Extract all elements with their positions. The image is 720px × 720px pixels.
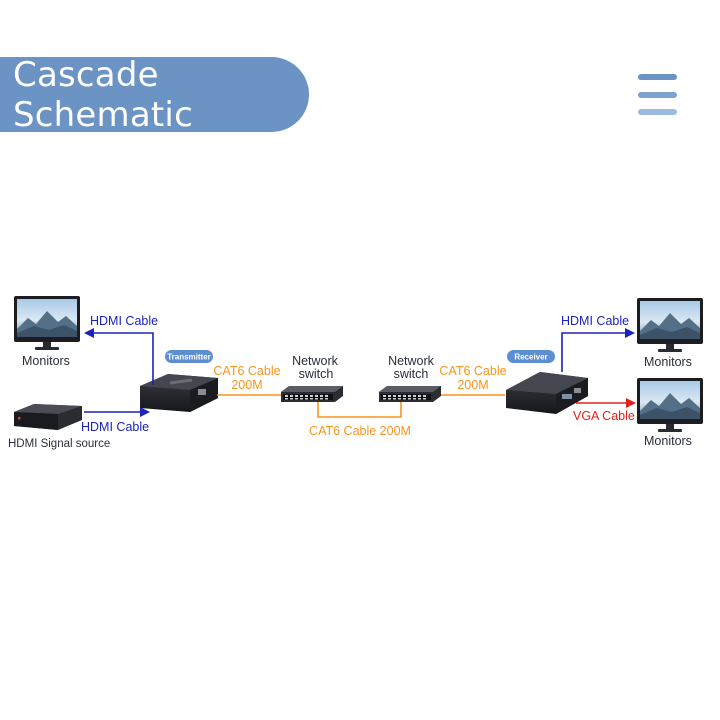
receiver-device-icon — [506, 372, 588, 414]
vga-cable-label: VGA Cable — [573, 409, 635, 423]
menu-bar-bottom — [638, 109, 677, 115]
monitor-top-right-icon — [637, 298, 703, 352]
cat6-left-label-1: CAT6 Cable — [213, 364, 280, 378]
monitor-top-left-label: Monitors — [22, 354, 70, 368]
transmitter-badge-label: Transmitter — [167, 352, 211, 361]
network-switch-right-icon — [379, 386, 441, 402]
hdmi-line-receiver-to-monitor — [561, 332, 625, 372]
switch-right-label-2: switch — [394, 367, 429, 381]
hdmi-cable-out-label: HDMI Cable — [90, 314, 158, 328]
receiver-badge-label: Receiver — [514, 352, 547, 361]
monitor-bottom-right-icon — [637, 378, 703, 432]
hdmi-arrow-right-monitor-icon — [625, 328, 635, 338]
page-title: Cascade Schematic — [13, 54, 193, 135]
transmitter-device-icon — [140, 374, 218, 412]
hdmi-cable-right-label: HDMI Cable — [561, 314, 629, 328]
source-label: HDMI Signal source — [8, 438, 110, 450]
receiver-badge — [507, 350, 555, 363]
menu-bar-middle — [638, 92, 677, 98]
cat6-right-label-2: 200M — [457, 378, 488, 392]
hamburger-menu-icon[interactable] — [636, 72, 678, 118]
transmitter-badge — [165, 350, 213, 363]
monitor-bottom-right-label: Monitors — [644, 434, 692, 448]
hdmi-cable-in-label: HDMI Cable — [81, 420, 149, 434]
hdmi-line-to-monitor — [88, 332, 154, 385]
vga-arrow-right-icon — [626, 398, 636, 408]
page-title-banner: Cascade Schematic — [0, 54, 309, 135]
cat6-right-label-1: CAT6 Cable — [439, 364, 506, 378]
network-switch-left-icon — [281, 386, 343, 402]
cat6-line-middle — [317, 402, 402, 418]
hdmi-arrow-right-icon — [140, 407, 150, 417]
switch-right-label-1: Network — [388, 354, 435, 368]
hdmi-arrow-left-icon — [84, 328, 94, 338]
menu-bar-top — [638, 74, 677, 80]
hdmi-source-device-icon — [14, 404, 82, 430]
cat6-left-label-2: 200M — [231, 378, 262, 392]
cat6-middle-label: CAT6 Cable 200M — [309, 424, 411, 438]
monitor-top-left-icon — [14, 296, 80, 350]
switch-left-label-2: switch — [299, 367, 334, 381]
monitor-top-right-label: Monitors — [644, 355, 692, 369]
switch-left-label-1: Network — [292, 354, 339, 368]
